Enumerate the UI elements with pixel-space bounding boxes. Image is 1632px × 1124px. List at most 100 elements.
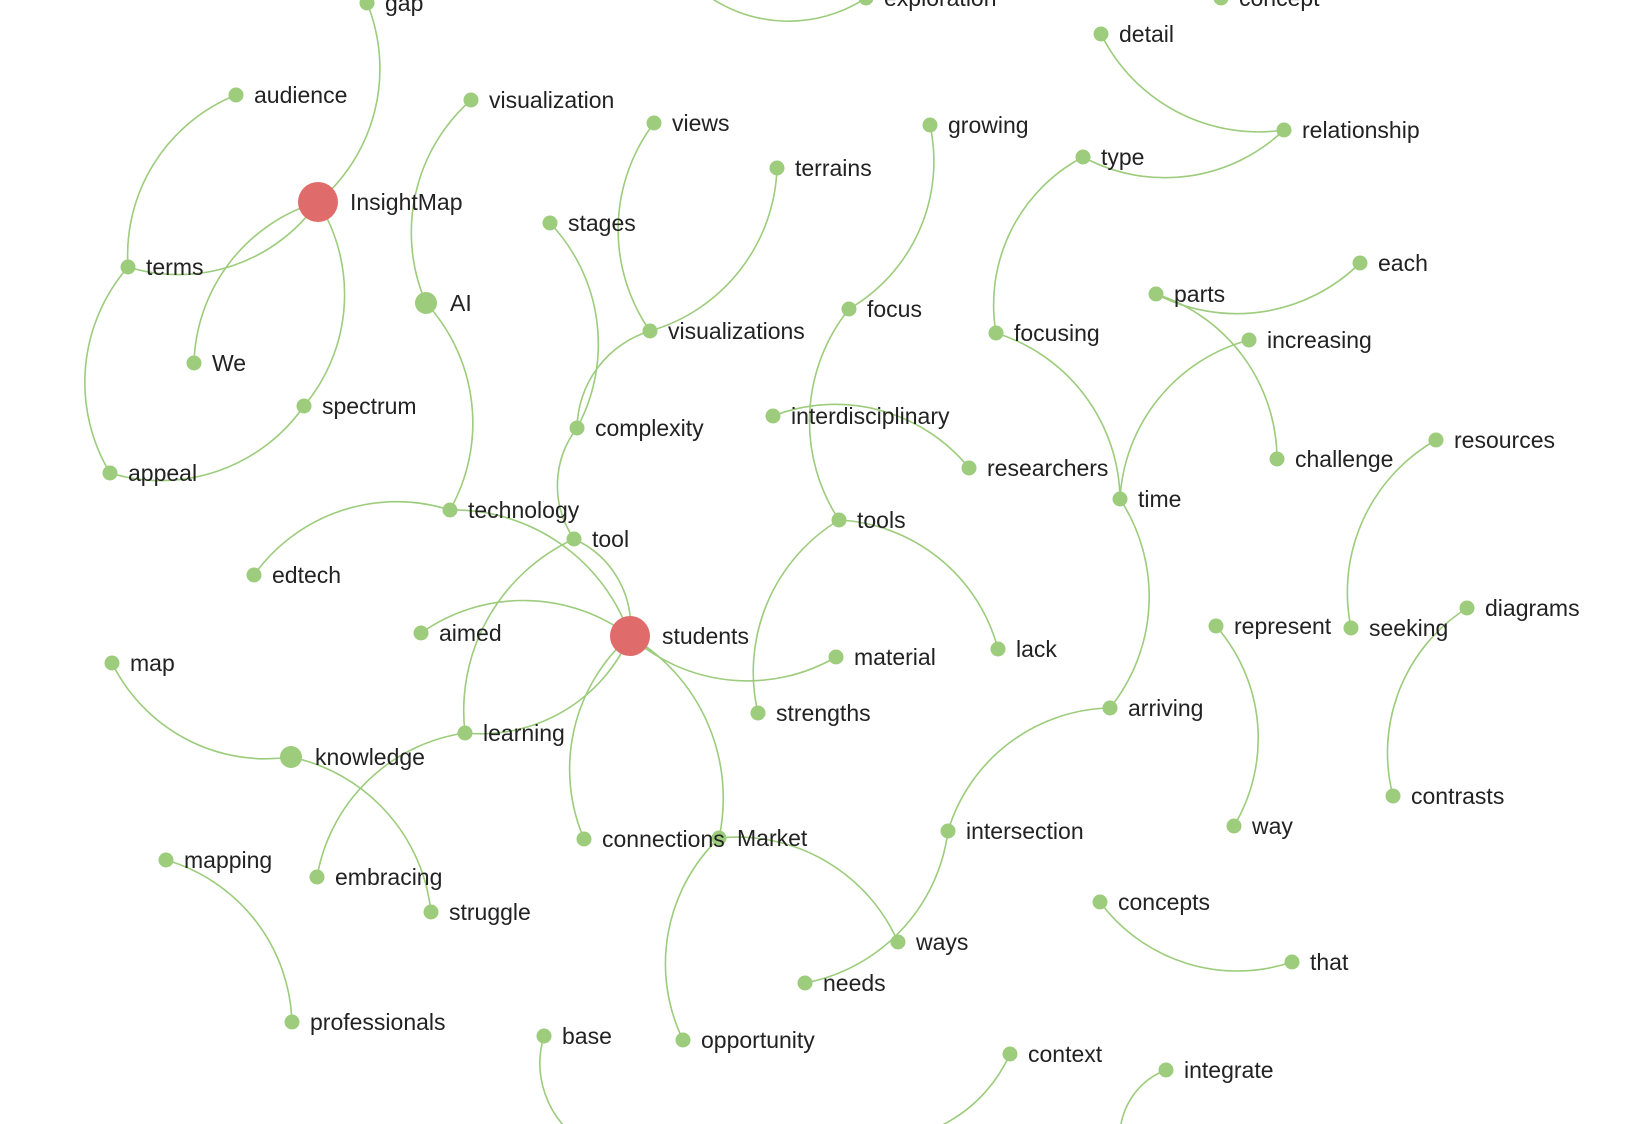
- node-opportunity[interactable]: opportunity: [675, 1027, 816, 1053]
- node-marker-gap[interactable]: [359, 0, 375, 11]
- node-marker-growing[interactable]: [922, 117, 938, 133]
- node-marker-strengths[interactable]: [750, 705, 766, 721]
- node-context[interactable]: context: [1002, 1041, 1103, 1067]
- node-marker-aimed[interactable]: [413, 625, 429, 641]
- node-detail[interactable]: detail: [1093, 21, 1174, 47]
- node-marker-type[interactable]: [1075, 149, 1091, 165]
- node-marker-connections[interactable]: [576, 831, 592, 847]
- node-students[interactable]: students: [610, 616, 749, 656]
- node-marker-lack[interactable]: [990, 641, 1006, 657]
- node-parts[interactable]: parts: [1148, 281, 1226, 307]
- node-marker-knowledge[interactable]: [280, 746, 302, 768]
- node-marker-ai[interactable]: [415, 292, 437, 314]
- node-ways[interactable]: ways: [890, 929, 969, 955]
- node-marker-material[interactable]: [828, 649, 844, 665]
- node-marker-exploration[interactable]: [858, 0, 874, 6]
- node-marker-time[interactable]: [1112, 491, 1128, 507]
- node-marker-challenge[interactable]: [1269, 451, 1285, 467]
- node-marker-interdisciplinary[interactable]: [765, 408, 781, 424]
- node-marker-visualization[interactable]: [463, 92, 479, 108]
- node-we[interactable]: We: [186, 350, 247, 376]
- node-type[interactable]: type: [1075, 144, 1145, 170]
- node-marker-edtech[interactable]: [246, 567, 262, 583]
- node-marker-mapping[interactable]: [158, 852, 174, 868]
- node-learning[interactable]: learning: [457, 720, 565, 746]
- node-gap[interactable]: gap: [359, 0, 424, 16]
- node-marker-we[interactable]: [186, 355, 202, 371]
- node-marker-diagrams[interactable]: [1459, 600, 1475, 616]
- node-marker-each[interactable]: [1352, 255, 1368, 271]
- node-embracing[interactable]: embracing: [309, 864, 443, 890]
- node-knowledge[interactable]: knowledge: [280, 744, 425, 770]
- node-tool[interactable]: tool: [566, 526, 630, 552]
- node-diagrams[interactable]: diagrams: [1459, 595, 1580, 621]
- node-marker-opportunity[interactable]: [675, 1032, 691, 1048]
- node-marker-learning[interactable]: [457, 725, 473, 741]
- node-marker-focusing[interactable]: [988, 325, 1004, 341]
- node-marker-complexity[interactable]: [569, 420, 585, 436]
- node-base[interactable]: base: [536, 1023, 612, 1049]
- node-lack[interactable]: lack: [990, 636, 1058, 662]
- node-terrains[interactable]: terrains: [769, 155, 872, 181]
- node-exploration[interactable]: exploration: [858, 0, 997, 11]
- node-struggle[interactable]: struggle: [423, 899, 531, 925]
- node-relationship[interactable]: relationship: [1276, 117, 1420, 143]
- node-connections[interactable]: connections: [576, 826, 725, 852]
- node-marker-map[interactable]: [104, 655, 120, 671]
- node-marker-base[interactable]: [536, 1028, 552, 1044]
- node-marker-technology[interactable]: [442, 502, 458, 518]
- node-represent[interactable]: represent: [1208, 613, 1332, 639]
- node-marker-struggle[interactable]: [423, 904, 439, 920]
- node-marker-that[interactable]: [1284, 954, 1300, 970]
- node-concepts[interactable]: concepts: [1092, 889, 1211, 915]
- node-marker-embracing[interactable]: [309, 869, 325, 885]
- node-professionals[interactable]: professionals: [284, 1009, 446, 1035]
- node-marker-students[interactable]: [610, 616, 650, 656]
- node-marker-tool[interactable]: [566, 531, 582, 547]
- node-marker-contrasts[interactable]: [1385, 788, 1401, 804]
- node-visualizations[interactable]: visualizations: [642, 318, 805, 344]
- node-marker-integrate[interactable]: [1158, 1062, 1174, 1078]
- node-mapping[interactable]: mapping: [158, 847, 273, 873]
- node-marker-relationship[interactable]: [1276, 122, 1292, 138]
- node-marker-arriving[interactable]: [1102, 700, 1118, 716]
- node-marker-professionals[interactable]: [284, 1014, 300, 1030]
- node-focusing[interactable]: focusing: [988, 320, 1100, 346]
- node-terms[interactable]: terms: [120, 254, 204, 280]
- node-seeking[interactable]: seeking: [1343, 615, 1449, 641]
- node-tools[interactable]: tools: [831, 507, 906, 533]
- node-resources[interactable]: resources: [1428, 427, 1555, 453]
- node-material[interactable]: material: [828, 644, 936, 670]
- node-time[interactable]: time: [1112, 486, 1182, 512]
- node-needs[interactable]: needs: [797, 970, 886, 996]
- node-market[interactable]: Market: [711, 825, 808, 851]
- node-marker-focus[interactable]: [841, 301, 857, 317]
- node-spectrum[interactable]: spectrum: [296, 393, 417, 419]
- node-marker-stages[interactable]: [542, 215, 558, 231]
- node-interdisciplinary[interactable]: interdisciplinary: [765, 403, 951, 429]
- node-marker-visualizations[interactable]: [642, 323, 658, 339]
- node-visualization[interactable]: visualization: [463, 87, 615, 113]
- node-aimed[interactable]: aimed: [413, 620, 502, 646]
- node-marker-ways[interactable]: [890, 934, 906, 950]
- node-growing[interactable]: growing: [922, 112, 1029, 138]
- node-marker-researchers[interactable]: [961, 460, 977, 476]
- node-appeal[interactable]: appeal: [102, 460, 198, 486]
- node-marker-detail[interactable]: [1093, 26, 1109, 42]
- node-marker-needs[interactable]: [797, 975, 813, 991]
- node-challenge[interactable]: challenge: [1269, 446, 1394, 472]
- node-marker-concepts[interactable]: [1092, 894, 1108, 910]
- node-marker-concept[interactable]: [1213, 0, 1229, 6]
- node-views[interactable]: views: [646, 110, 730, 136]
- node-marker-views[interactable]: [646, 115, 662, 131]
- node-each[interactable]: each: [1352, 250, 1428, 276]
- node-marker-seeking[interactable]: [1343, 620, 1359, 636]
- node-map[interactable]: map: [104, 650, 175, 676]
- node-ai[interactable]: AI: [415, 290, 472, 316]
- node-marker-terrains[interactable]: [769, 160, 785, 176]
- node-marker-represent[interactable]: [1208, 618, 1224, 634]
- node-stages[interactable]: stages: [542, 210, 636, 236]
- node-arriving[interactable]: arriving: [1102, 695, 1204, 721]
- node-marker-appeal[interactable]: [102, 465, 118, 481]
- node-technology[interactable]: technology: [442, 497, 580, 523]
